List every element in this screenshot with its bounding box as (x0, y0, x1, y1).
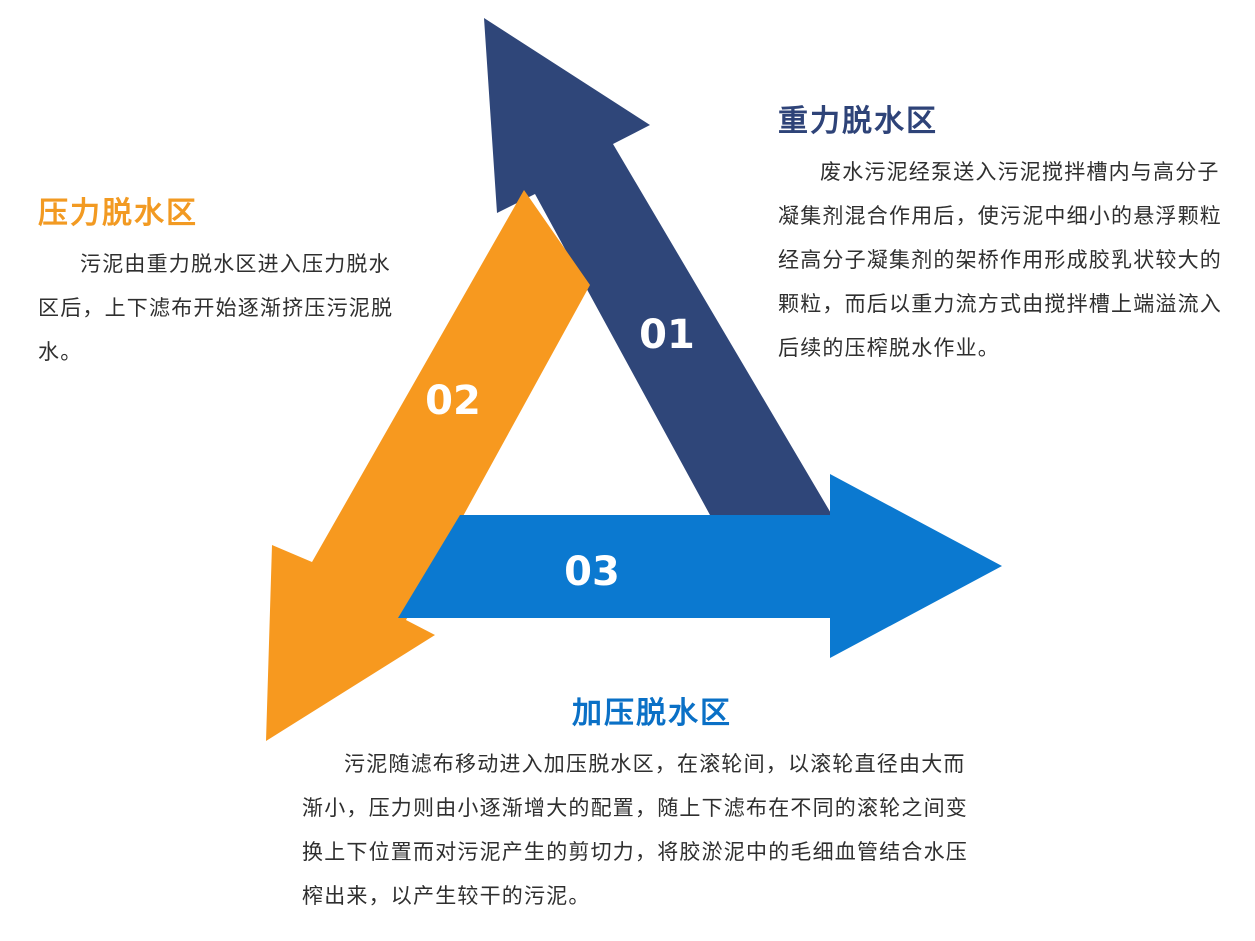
arrow-02-number: 02 (425, 378, 481, 424)
gravity-zone-block: 重力脱水区 废水污泥经泵送入污泥搅拌槽内与高分子凝集剂混合作用后，使污泥中细小的… (778, 104, 1233, 370)
pressure-zone-title: 压力脱水区 (38, 196, 198, 231)
pressure-zone-block: 压力脱水区 污泥由重力脱水区进入压力脱水区后，上下滤布开始逐渐挤压污泥脱水。 (38, 196, 398, 374)
gravity-zone-title: 重力脱水区 (778, 104, 938, 139)
press-zone-block: 加压脱水区 污泥随滤布移动进入加压脱水区，在滚轮间，以滚轮直径由大而渐小，压力则… (302, 696, 982, 918)
press-zone-text: 污泥随滤布移动进入加压脱水区，在滚轮间，以滚轮直径由大而渐小，压力则由小逐渐增大… (302, 752, 968, 908)
arrow-03-number: 03 (564, 549, 620, 595)
pressure-zone-text: 污泥由重力脱水区进入压力脱水区后，上下滤布开始逐渐挤压污泥脱水。 (38, 252, 394, 364)
gravity-zone-text: 废水污泥经泵送入污泥搅拌槽内与高分子凝集剂混合作用后，使污泥中细小的悬浮颗粒经高… (778, 160, 1222, 360)
arrow-01 (484, 18, 832, 515)
arrow-01-number: 01 (639, 312, 695, 358)
arrow-03 (398, 474, 1002, 658)
press-zone-title: 加压脱水区 (572, 696, 732, 731)
arrow-02 (266, 190, 590, 741)
